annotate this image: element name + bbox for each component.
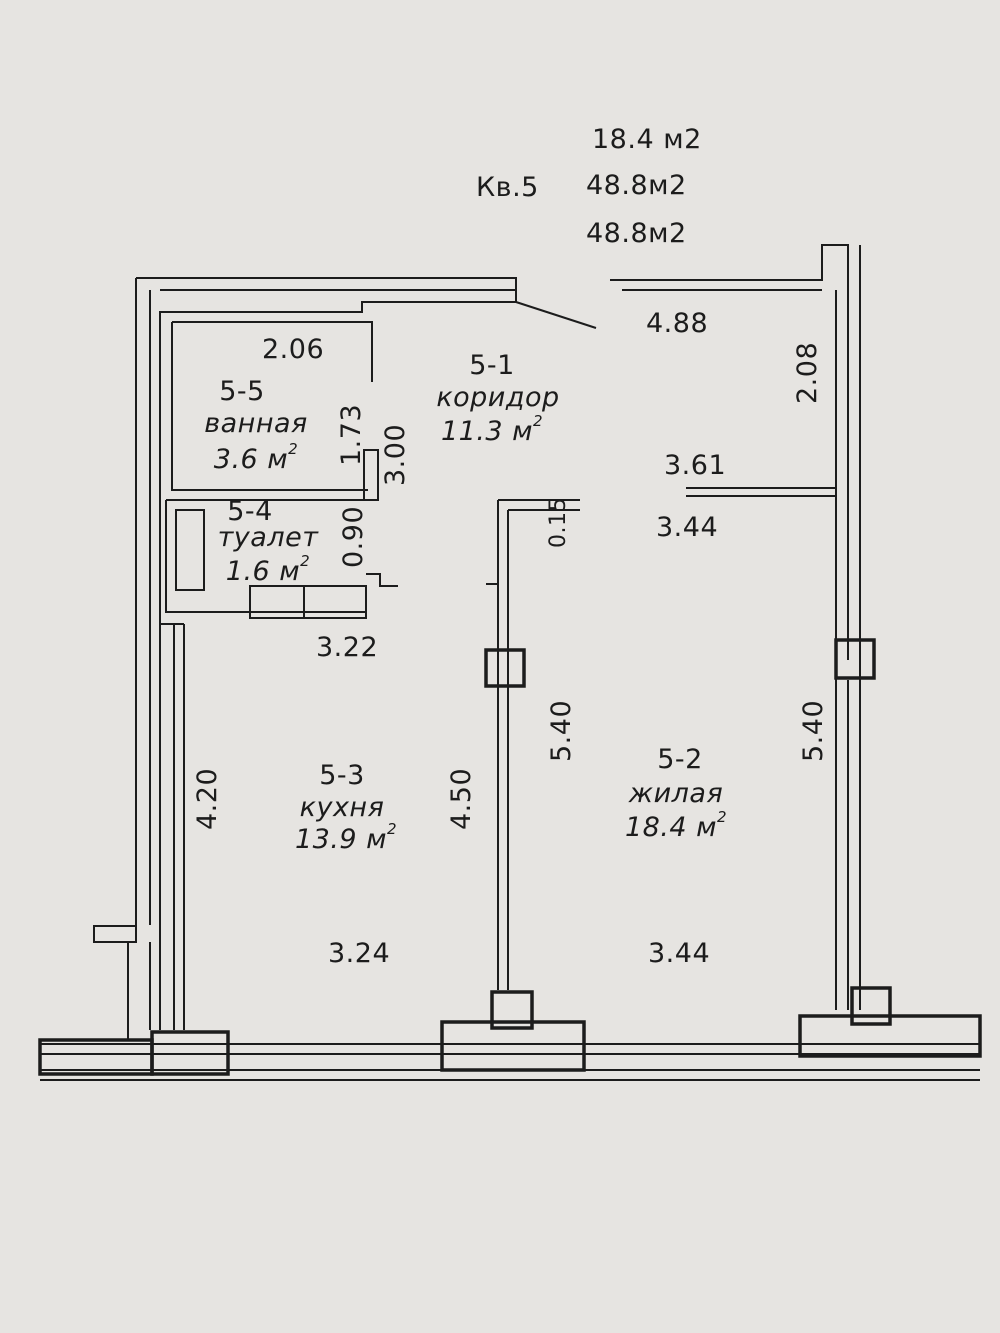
apartment-label: Кв.5 xyxy=(476,172,539,203)
column-middle-bottom xyxy=(490,990,534,1030)
dimension-2-08: 2.08 xyxy=(792,341,823,404)
dimension-2-06: 2.06 xyxy=(262,334,325,365)
dimension-3-24: 3.24 xyxy=(328,938,391,969)
room-5-3-name: кухня xyxy=(299,792,385,823)
wall-top-right xyxy=(610,244,849,660)
room-5-4-id: 5-4 xyxy=(227,496,273,527)
room-5-2-name: жилая xyxy=(628,778,724,809)
dimension-1-73: 1.73 xyxy=(336,403,367,466)
toilet-walls xyxy=(165,499,368,613)
room-5-1-id: 5-1 xyxy=(469,350,515,381)
column-middle xyxy=(484,648,526,688)
dimension-4-20: 4.20 xyxy=(192,767,223,830)
balcony-left xyxy=(93,925,137,943)
column-right xyxy=(834,638,876,680)
room-5-1-area: 11.3 м2 xyxy=(440,412,544,447)
column-middle-bottom-pier xyxy=(440,1020,586,1072)
dimension-0-15: 0.15 xyxy=(546,497,571,548)
partition-middle xyxy=(497,499,580,990)
toilet-block-2 xyxy=(249,585,305,619)
wall-top-left xyxy=(136,277,517,1030)
balcony-left-wall xyxy=(127,942,151,1040)
room-5-2-id: 5-2 xyxy=(657,744,703,775)
dimension-4-88: 4.88 xyxy=(646,308,709,339)
door-swing xyxy=(515,301,597,329)
toilet-door xyxy=(366,573,398,587)
room-5-5-name: ванная xyxy=(204,408,308,439)
dimension-3-22: 3.22 xyxy=(316,632,379,663)
room-5-3-area: 13.9 м2 xyxy=(294,820,398,855)
bathroom-wall-stub xyxy=(363,449,379,501)
dimension-3-44-top: 3.44 xyxy=(656,512,719,543)
bathroom-walls xyxy=(171,321,373,491)
room-5-4-name: туалет xyxy=(217,522,319,553)
column-right-bottom xyxy=(850,986,892,1026)
room-5-4-area: 1.6 м2 xyxy=(225,552,311,587)
area-total-label: 48.8м2 xyxy=(586,170,687,201)
room-5-5-area: 3.6 м2 xyxy=(213,440,299,475)
dimension-0-90: 0.90 xyxy=(338,505,369,568)
column-right-bottom-pier xyxy=(798,1014,982,1058)
room-5-3-id: 5-3 xyxy=(319,760,365,791)
column-left-bottom-pier xyxy=(38,1038,154,1076)
room-5-2-area: 18.4 м2 xyxy=(624,808,728,843)
dimension-3-61: 3.61 xyxy=(664,450,727,481)
dimension-5-40-middle: 5.40 xyxy=(546,699,577,762)
dimension-3-00: 3.00 xyxy=(380,423,411,486)
dimension-3-44-bottom: 3.44 xyxy=(648,938,711,969)
area-total-label-2: 48.8м2 xyxy=(586,218,687,249)
dimension-4-50: 4.50 xyxy=(446,767,477,830)
toilet-block-1 xyxy=(175,509,205,591)
toilet-block-3 xyxy=(303,585,367,619)
room-5-1-name: коридор xyxy=(436,382,560,413)
room-5-5-id: 5-5 xyxy=(219,376,265,407)
dimension-5-40-right: 5.40 xyxy=(798,699,829,762)
area-living-label: 18.4 м2 xyxy=(592,124,702,155)
